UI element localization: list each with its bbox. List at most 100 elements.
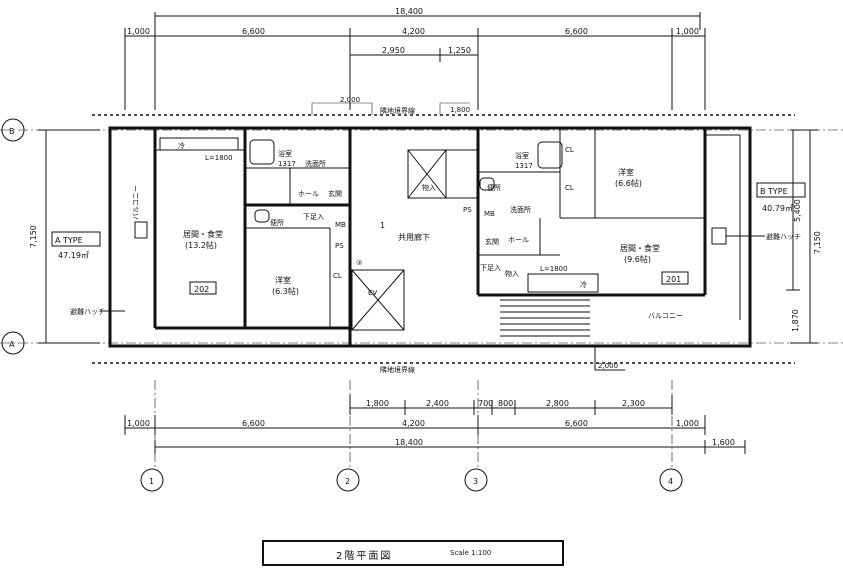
dim-top-sub-2: 1,250 xyxy=(448,46,471,55)
unit-b: B TYPE 40.79㎡ 居間・食堂 (9.6帖) 201 L=1800 冷 … xyxy=(463,146,806,320)
unit-b-ldk-size: (9.6帖) xyxy=(624,254,651,264)
dim-bottom-extra: 1,600 xyxy=(712,438,735,447)
unit-b-storage: 物入 xyxy=(505,269,519,278)
side-dimensions: 7,150 7,150 5,400 1,870 xyxy=(29,129,822,344)
dim-top-3: 4,200 xyxy=(402,27,425,36)
unit-b-ldk: 居間・食堂 xyxy=(620,243,660,253)
unit-b-bath-size: 1317 xyxy=(515,162,533,170)
unit-b-sink: 冷 xyxy=(580,280,587,289)
dim-overall-bottom: 18,400 xyxy=(395,438,423,447)
unit-a-western: 洋室 xyxy=(275,275,291,285)
common-ev: EV xyxy=(368,289,377,297)
common-area: 共用廊下 1 EV ③ 物入 xyxy=(356,183,436,297)
dim-bottom-upper-2: 2,400 xyxy=(426,399,449,408)
unit-b-unit-no: 201 xyxy=(666,275,681,284)
small-dimensions: 2,000 1,800 2,000 xyxy=(340,96,625,371)
unit-a-type: A TYPE xyxy=(55,236,83,245)
boundary-lines: 隣地境界線 隣地境界線 xyxy=(92,102,795,374)
unit-b-western: 洋室 xyxy=(618,167,634,177)
unit-a-toilet: 便所 xyxy=(270,218,284,227)
grid-col-2: 2 xyxy=(345,477,350,486)
unit-b-type: B TYPE xyxy=(760,187,788,196)
unit-a-cl: CL xyxy=(333,272,342,280)
dim-bottom-2: 6,600 xyxy=(242,419,265,428)
building-walls xyxy=(108,126,752,348)
dim-bottom-upper-4: 800 xyxy=(498,399,513,408)
grid-axes: B A 1 2 3 4 xyxy=(0,118,843,492)
grid-col-3: 3 xyxy=(473,477,478,486)
unit-b-kitchen-len: L=1800 xyxy=(540,265,568,273)
unit-b-hatch: 避難ハッチ xyxy=(766,232,801,241)
unit-a-bath-size: 1317 xyxy=(278,160,296,168)
drawing-scale: Scale 1:100 xyxy=(450,549,492,557)
grid-col-4: 4 xyxy=(668,477,673,486)
unit-a-hall: ホール xyxy=(298,190,319,198)
unit-a-unit-no: 202 xyxy=(194,285,209,294)
dim-right-height: 7,150 xyxy=(813,231,822,254)
bottom-dimensions: 1,800 2,400 700 800 2,800 2,300 1,000 6,… xyxy=(124,395,746,454)
title-block: 2階平面図 Scale 1:100 xyxy=(262,540,564,566)
dim-bottom-upper-6: 2,300 xyxy=(622,399,645,408)
unit-b-entrance: 玄関 xyxy=(485,237,499,246)
unit-b-bath: 浴室 xyxy=(515,151,529,160)
unit-b-balcony: バルコニー xyxy=(648,312,683,320)
unit-a-bath: 浴室 xyxy=(278,149,292,158)
dim-top-4: 6,600 xyxy=(565,27,588,36)
unit-b-cl-2: CL xyxy=(565,184,574,192)
unit-a-shoebox: 下足入 xyxy=(303,213,324,221)
common-number: 1 xyxy=(380,221,385,230)
unit-b-shoebox: 下足入 xyxy=(480,264,501,272)
unit-b-western-size: (6.6帖) xyxy=(615,178,642,188)
small-dim-1: 2,000 xyxy=(340,96,360,104)
dim-top-2: 6,600 xyxy=(242,27,265,36)
dim-bottom-5: 1,000 xyxy=(676,419,699,428)
dim-bottom-upper-5: 2,800 xyxy=(546,399,569,408)
unit-a-hatch: 避難ハッチ xyxy=(70,307,105,316)
dim-bottom-upper-1: 1,800 xyxy=(366,399,389,408)
unit-b-toilet: 便所 xyxy=(487,183,501,192)
unit-b-area: 40.79㎡ xyxy=(762,204,793,213)
boundary-label-top: 隣地境界線 xyxy=(380,106,415,115)
unit-a-ps: PS xyxy=(335,242,344,250)
common-corridor: 共用廊下 xyxy=(398,232,430,242)
unit-a-wash: 洗面所 xyxy=(305,159,326,168)
small-dim-3: 2,000 xyxy=(598,362,618,370)
boundary-label-bottom: 隣地境界線 xyxy=(380,365,415,374)
unit-a-area: 47.19㎡ xyxy=(58,251,89,260)
drawing-title: 2階平面図 xyxy=(336,551,393,562)
grid-row-a: A xyxy=(9,340,15,349)
dim-bottom-4: 6,600 xyxy=(565,419,588,428)
unit-a-mb: MB xyxy=(335,221,346,229)
unit-a: A TYPE 47.19㎡ 居間・食堂 (13.2帖) 202 L=1800 冷… xyxy=(51,141,346,316)
top-dimensions: 18,400 1,000 6,600 4,200 6,600 1,000 2,9… xyxy=(124,7,706,110)
dim-bottom-upper-3: 700 xyxy=(478,399,493,408)
unit-a-sink: 冷 xyxy=(178,141,185,150)
unit-b-mb: MB xyxy=(484,210,495,218)
unit-b-wash: 洗面所 xyxy=(510,205,531,214)
unit-b-cl-1: CL xyxy=(565,146,574,154)
grid-row-b: B xyxy=(9,127,15,136)
unit-a-kitchen-len: L=1800 xyxy=(205,154,233,162)
unit-a-balcony: バルコニー xyxy=(132,185,140,220)
unit-a-ldk-size: (13.2帖) xyxy=(185,240,217,250)
common-circle: ③ xyxy=(356,259,362,267)
dim-right-lower: 1,870 xyxy=(791,309,800,332)
unit-a-ldk: 居間・食堂 xyxy=(183,229,223,239)
small-dim-2: 1,800 xyxy=(450,106,470,114)
dim-bottom-1: 1,000 xyxy=(127,419,150,428)
unit-a-western-size: (6.3帖) xyxy=(272,286,299,296)
dim-top-1: 1,000 xyxy=(127,27,150,36)
dim-left-height: 7,150 xyxy=(29,225,38,248)
unit-a-entrance: 玄関 xyxy=(328,189,342,198)
dim-overall-top: 18,400 xyxy=(395,7,423,16)
unit-b-ps: PS xyxy=(463,206,472,214)
dim-bottom-3: 4,200 xyxy=(402,419,425,428)
dim-top-5: 1,000 xyxy=(676,27,699,36)
grid-col-1: 1 xyxy=(149,477,154,486)
unit-b-hall: ホール xyxy=(508,236,529,244)
stairs xyxy=(500,299,590,337)
dim-right-upper: 5,400 xyxy=(793,199,802,222)
common-storage: 物入 xyxy=(422,183,436,192)
dim-top-sub-1: 2,950 xyxy=(382,46,405,55)
